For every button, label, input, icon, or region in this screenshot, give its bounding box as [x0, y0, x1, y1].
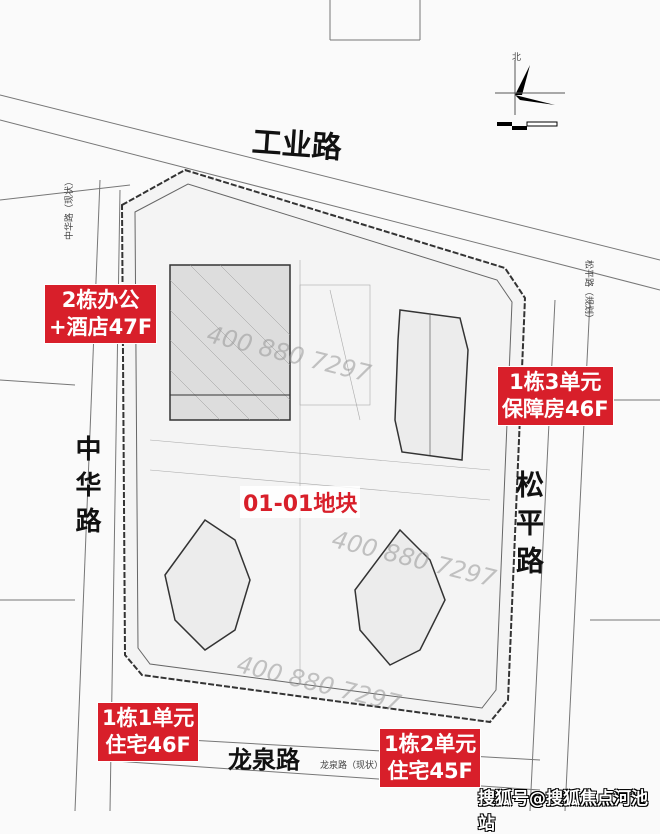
- plot-label: 01-01地块: [240, 486, 361, 518]
- west-road-note: 中华路（现状）: [65, 176, 75, 240]
- building-label-line2: 保障房46F: [502, 397, 609, 421]
- building-label-line2: 住宅46F: [105, 733, 191, 757]
- south-road-note: 龙泉路（现状）: [320, 761, 384, 771]
- building-label-line1: 2栋办公: [61, 288, 140, 312]
- building-label-1-2: 1栋2单元 住宅45F: [379, 728, 482, 788]
- site-plan-drawing: [0, 0, 660, 811]
- building-label-line1: 1栋3单元: [509, 370, 602, 394]
- building-label-2: 2栋办公 +酒店47F: [44, 284, 158, 344]
- road-label-east: 松平路: [512, 470, 545, 584]
- north-arrow-icon: [495, 60, 565, 130]
- road-label-south: 龙泉路: [228, 746, 300, 774]
- source-watermark: 搜狐号@搜狐焦点河池站: [478, 789, 648, 834]
- building-label-line2: +酒店47F: [49, 315, 153, 339]
- road-label-north: 工业路: [250, 124, 343, 167]
- road-label-west: 中华路: [71, 435, 101, 543]
- building-label-line1: 1栋1单元: [102, 706, 195, 730]
- building-label-line2: 住宅45F: [387, 759, 473, 783]
- east-road-note: 松平路（规划）: [583, 260, 593, 324]
- building-label-1-1: 1栋1单元 住宅46F: [97, 702, 200, 762]
- building-label-line1: 1栋2单元: [384, 732, 477, 756]
- compass-north-label: 北: [512, 53, 522, 63]
- building-label-1-3: 1栋3单元 保障房46F: [497, 366, 614, 426]
